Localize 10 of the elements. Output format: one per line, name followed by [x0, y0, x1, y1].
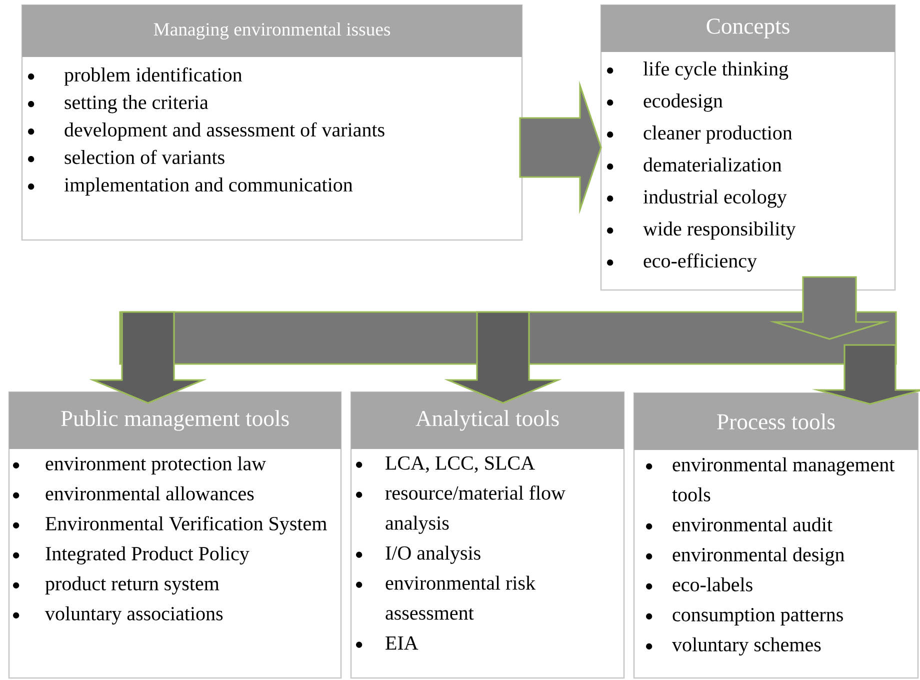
list-box: Public management tools environment protection law environmental allowances Environmental Verification System Integrated Product Policy product return system voluntary associations — [8, 391, 342, 679]
block-arrow — [519, 80, 602, 214]
list-box: Analytical tools LCA, LCC, SLCA resource/material flow analysis I/O analysis environmental risk assessment EIA — [350, 391, 625, 679]
block-arrow — [444, 311, 562, 404]
list-box: Concepts life cycle thinking ecodesign cleaner production dematerialization industrial ecology wide responsibility eco-efficiency — [600, 4, 896, 291]
block-arrow — [769, 276, 890, 340]
list-box: Managing environmental issues problem identification setting the criteria development and assessment of variants selection of variants implementation and communication — [21, 4, 523, 241]
block-arrow — [89, 311, 207, 404]
block-arrow — [812, 344, 920, 405]
list-box: Process tools environmental management tools environmental audit environmental design eco-labels consumption patterns voluntary schemes — [633, 392, 919, 679]
